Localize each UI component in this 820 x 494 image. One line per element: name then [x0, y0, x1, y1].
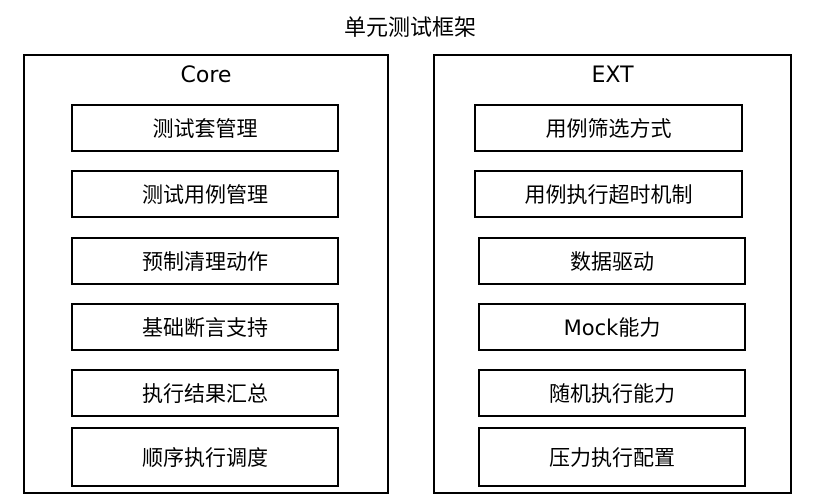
ext-module-box: 数据驱动 [478, 237, 746, 285]
diagram-title: 单元测试框架 [343, 16, 476, 41]
core-module-box: 测试用例管理 [71, 170, 339, 218]
core-module-box: 执行结果汇总 [71, 369, 339, 417]
core-module-box: 测试套管理 [71, 104, 339, 152]
core-module-box: 顺序执行调度 [71, 427, 339, 487]
ext-module-box: Mock能力 [478, 303, 746, 351]
ext-module-box: 用例执行超时机制 [474, 170, 743, 218]
core-module-box: 预制清理动作 [71, 237, 339, 285]
ext-module-box: 压力执行配置 [478, 427, 746, 487]
ext-panel-label: EXT [591, 63, 634, 88]
ext-module-box: 用例筛选方式 [474, 104, 743, 152]
core-panel-label: Core [180, 63, 232, 88]
core-module-box: 基础断言支持 [71, 303, 339, 351]
ext-module-box: 随机执行能力 [478, 369, 746, 417]
